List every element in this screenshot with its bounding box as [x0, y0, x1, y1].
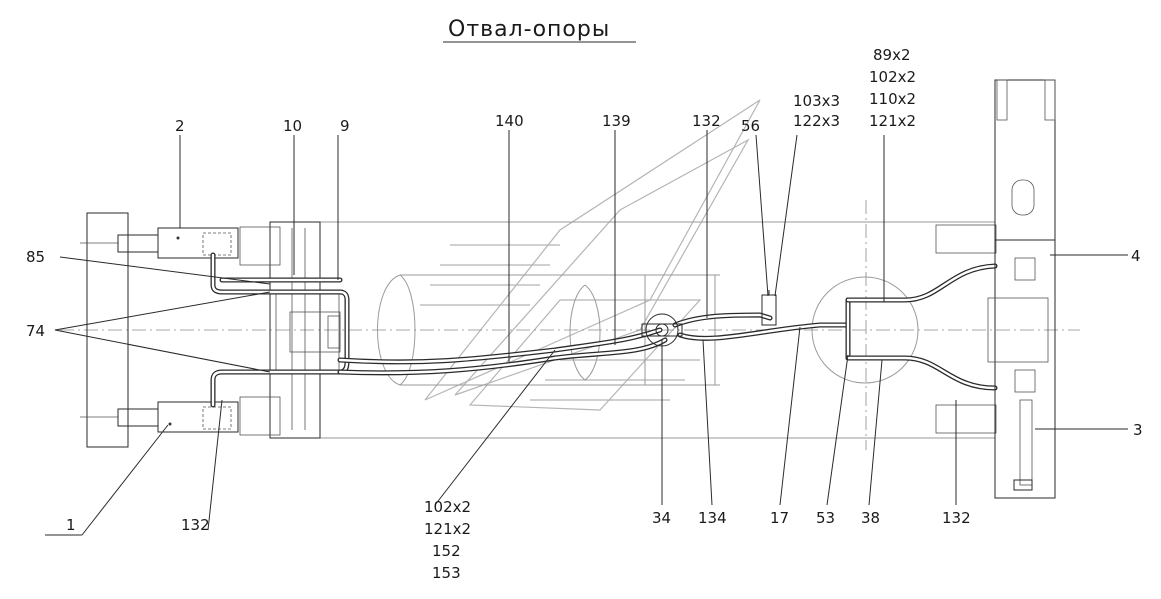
diagram-title: Отвал-опоры [448, 17, 610, 42]
callout-34: 34 [652, 509, 671, 527]
group-top-mid-1: 103x3 [793, 92, 840, 110]
callout-74: 74 [26, 322, 45, 340]
watermark [420, 99, 761, 411]
side-rails [935, 224, 997, 434]
group-bottom-1: 102x2 [424, 498, 471, 516]
callout-132-top: 132 [692, 112, 721, 130]
callout-3: 3 [1133, 421, 1143, 439]
left-end-plate [86, 212, 129, 448]
cylinder-2 [80, 227, 239, 259]
callout-85: 85 [26, 248, 45, 266]
group-bottom-3: 152 [432, 542, 461, 560]
callout-132-left: 132 [181, 516, 210, 534]
callout-140: 140 [495, 112, 524, 130]
group-bottom-2: 121x2 [424, 520, 471, 538]
callout-139: 139 [602, 112, 631, 130]
cylinder-1 [80, 401, 239, 433]
callout-56: 56 [741, 117, 760, 135]
callout-10: 10 [283, 117, 302, 135]
turntable-circle [811, 276, 919, 384]
valve-56 [761, 290, 777, 326]
hoses [210, 252, 998, 408]
callout-17: 17 [770, 509, 789, 527]
callout-1: 1 [66, 516, 76, 534]
callout-134: 134 [698, 509, 727, 527]
group-top-right-4: 121x2 [869, 112, 916, 130]
callout-53: 53 [816, 509, 835, 527]
callout-2: 2 [175, 117, 185, 135]
group-top-right-2: 102x2 [869, 68, 916, 86]
callout-4: 4 [1131, 247, 1141, 265]
callout-38: 38 [861, 509, 880, 527]
callout-9: 9 [340, 117, 350, 135]
group-bottom-4: 153 [432, 564, 461, 582]
leader-lines [45, 130, 1128, 536]
group-top-right-1: 89x2 [873, 46, 911, 64]
frame [239, 221, 995, 439]
tank [377, 274, 720, 386]
group-top-mid-2: 122x3 [793, 112, 840, 130]
callout-132-right: 132 [942, 509, 971, 527]
right-post [987, 79, 1056, 499]
group-top-right-3: 110x2 [869, 90, 916, 108]
